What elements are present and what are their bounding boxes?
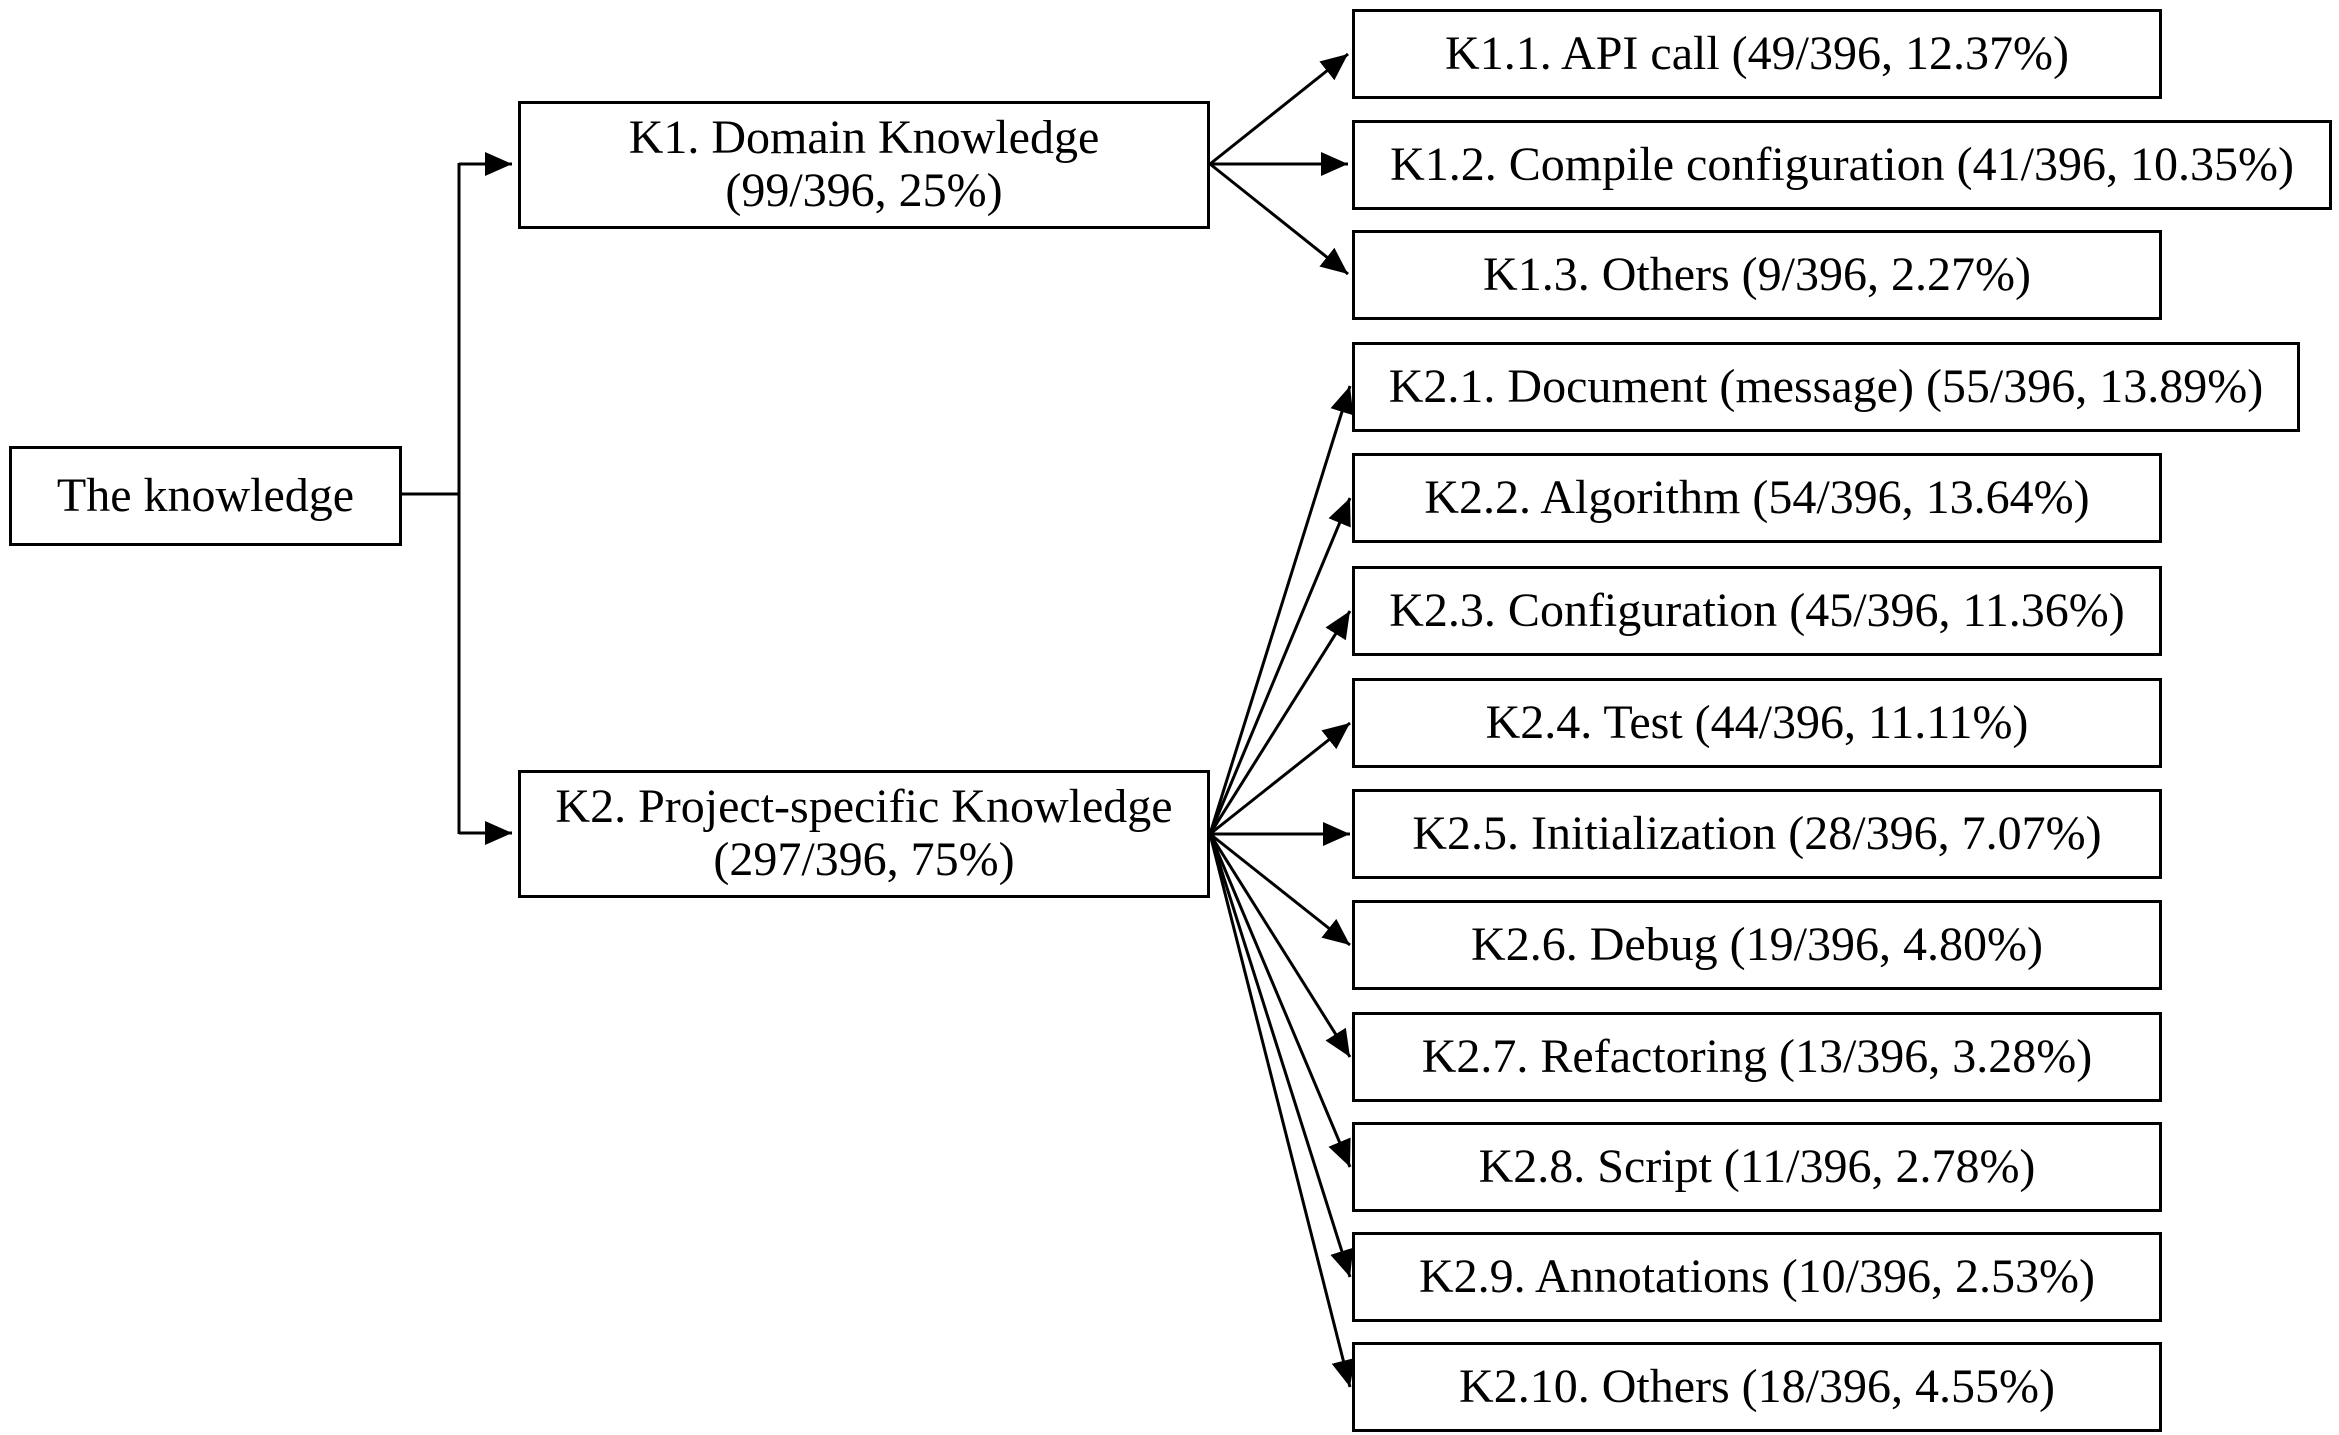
leaf-label: K2.10. Others (18/396, 4.55%)	[1459, 1359, 2055, 1413]
arrow-k2-to-k2-10	[1208, 833, 1356, 1388]
leaf-node-k2-1-document-message: K2.1. Document (message) (55/396, 13.89%…	[1352, 342, 2300, 432]
leaf-node-k2-5-initialization: K2.5. Initialization (28/396, 7.07%)	[1352, 789, 2162, 879]
leaf-label: K2.9. Annotations (10/396, 2.53%)	[1419, 1249, 2095, 1303]
leaf-label: K2.1. Document (message) (55/396, 13.89%…	[1388, 359, 2264, 413]
arrow-k1-to-k1-3	[1209, 162, 1349, 276]
leaf-node-k2-4-test: K2.4. Test (44/396, 11.11%)	[1352, 678, 2162, 768]
leaf-node-k1-1-api-call: K1.1. API call (49/396, 12.37%)	[1352, 9, 2162, 99]
leaf-node-k2-7-refactoring: K2.7. Refactoring (13/396, 3.28%)	[1352, 1012, 2162, 1102]
leaf-label: K2.5. Initialization (28/396, 7.07%)	[1412, 806, 2102, 860]
arrow-k2-to-k2-9	[1208, 833, 1354, 1278]
arrow-k2-to-k2-6	[1209, 832, 1351, 947]
root-node-label: The knowledge	[56, 468, 355, 522]
leaf-label: K2.6. Debug (19/396, 4.80%)	[1471, 917, 2043, 971]
leaf-label: K2.4. Test (44/396, 11.11%)	[1485, 695, 2029, 749]
leaf-label: K1.2. Compile configuration (41/396, 10.…	[1390, 137, 2294, 191]
leaf-node-k1-2-compile-configuration: K1.2. Compile configuration (41/396, 10.…	[1352, 120, 2332, 210]
leaf-label: K1.1. API call (49/396, 12.37%)	[1445, 26, 2069, 80]
arrow-k1-to-k1-1	[1209, 52, 1349, 166]
branch-node-k2-project-specific-knowledge: K2. Project-specific Knowledge (297/396,…	[518, 770, 1210, 898]
leaf-label: K2.8. Script (11/396, 2.78%)	[1478, 1139, 2036, 1193]
leaf-label: K2.7. Refactoring (13/396, 3.28%)	[1421, 1029, 2093, 1083]
arrow-k2-to-k2-3	[1208, 610, 1352, 835]
root-node-the-knowledge: The knowledge	[9, 446, 402, 546]
branch-k1-count: (99/396, 25%)	[725, 164, 1003, 217]
arrow-k2-to-k2-4	[1209, 721, 1351, 836]
branch-k1-title: K1. Domain Knowledge	[628, 111, 1100, 165]
leaf-node-k2-8-script: K2.8. Script (11/396, 2.78%)	[1352, 1122, 2162, 1212]
leaf-label: K2.2. Algorithm (54/396, 13.64%)	[1424, 470, 2090, 524]
leaf-node-k2-10-others: K2.10. Others (18/396, 4.55%)	[1352, 1342, 2162, 1432]
branch-k2-count: (297/396, 75%)	[713, 833, 1015, 886]
branch-node-k1-domain-knowledge: K1. Domain Knowledge (99/396, 25%)	[518, 101, 1210, 229]
leaf-node-k2-9-annotations: K2.9. Annotations (10/396, 2.53%)	[1352, 1232, 2162, 1322]
leaf-node-k2-2-algorithm: K2.2. Algorithm (54/396, 13.64%)	[1352, 453, 2162, 543]
leaf-node-k1-3-others: K1.3. Others (9/396, 2.27%)	[1352, 230, 2162, 320]
leaf-label: K2.3. Configuration (45/396, 11.36%)	[1389, 583, 2125, 637]
leaf-label: K1.3. Others (9/396, 2.27%)	[1483, 247, 2031, 301]
arrow-k2-to-k2-2	[1208, 497, 1352, 835]
branch-k2-title: K2. Project-specific Knowledge	[555, 780, 1173, 834]
arrow-k2-to-k2-1	[1208, 385, 1354, 835]
leaf-node-k2-6-debug: K2.6. Debug (19/396, 4.80%)	[1352, 900, 2162, 990]
arrow-k2-to-k2-8	[1208, 833, 1352, 1168]
leaf-node-k2-3-configuration: K2.3. Configuration (45/396, 11.36%)	[1352, 566, 2162, 656]
arrow-k2-to-k2-7	[1208, 833, 1352, 1058]
